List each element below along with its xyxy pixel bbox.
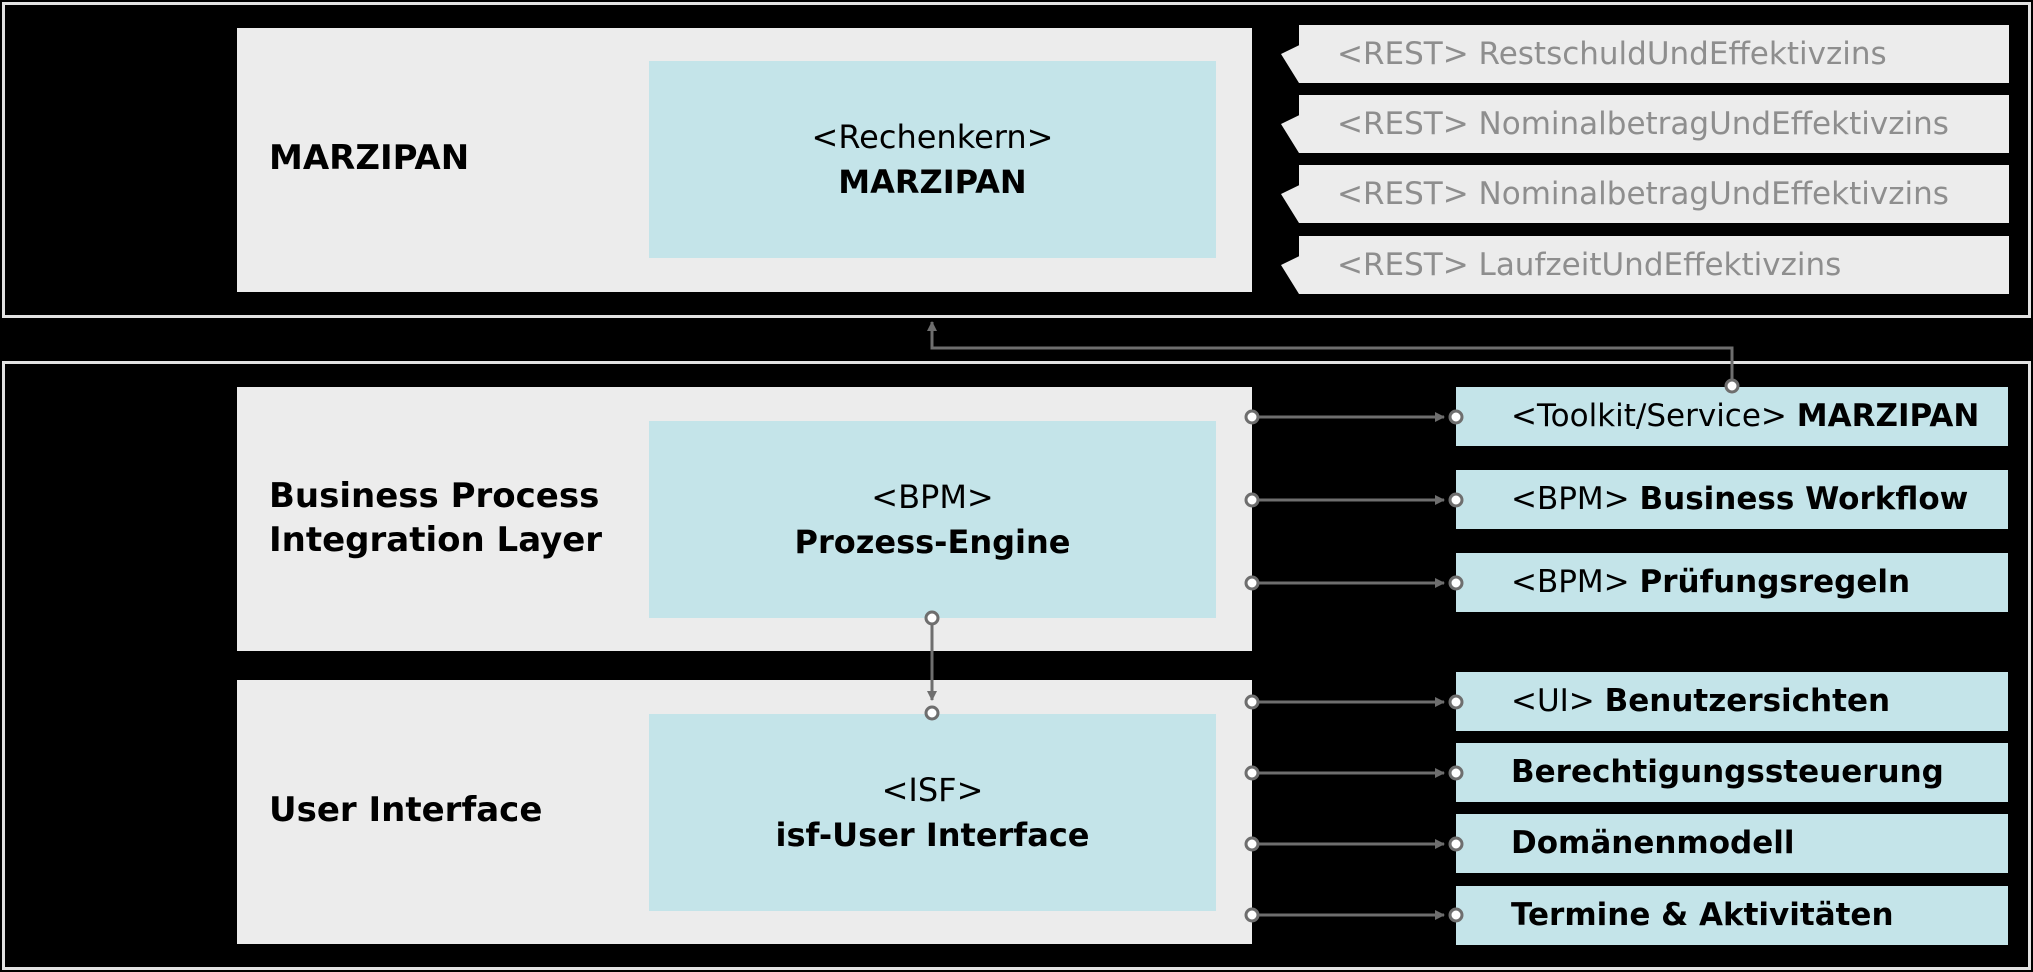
connector-port [1448, 836, 1464, 852]
toolkit-to-rechenkern-line [927, 321, 1734, 386]
connector-port [1244, 575, 1260, 591]
rest-interface: <REST> NominalbetragUndEffektivzins [1281, 165, 2009, 223]
service-item: Domänenmodell [1456, 814, 2008, 873]
connector-port [1244, 409, 1260, 425]
connector-port [1724, 378, 1740, 394]
platform-frame [2, 361, 2031, 970]
connector-port [1448, 694, 1464, 710]
bpi-layer-label: Business Process Integration Layer [269, 476, 603, 560]
connector-port [1448, 409, 1464, 425]
service-item: Termine & Aktivitäten [1456, 886, 2008, 945]
connector-port [1244, 836, 1260, 852]
connector-port [1244, 694, 1260, 710]
component-name: MARZIPAN [838, 162, 1027, 201]
connector-port [1448, 575, 1464, 591]
service-item: <BPM> Business Workflow [1456, 470, 2008, 529]
marzipan-layer-label: MARZIPAN [269, 138, 470, 178]
ui-layer-label: User Interface [269, 790, 543, 830]
component-stereotype: <Rechenkern> [811, 117, 1054, 156]
prozess-engine-component: <BPM> Prozess-Engine [649, 421, 1216, 618]
rest-interface: <REST> NominalbetragUndEffektivzins [1281, 95, 2009, 153]
connector-port [1448, 907, 1464, 923]
component-name: Prozess-Engine [794, 522, 1071, 561]
connector-port [924, 610, 940, 626]
service-item: <BPM> Prüfungsregeln [1456, 553, 2008, 612]
rest-interface: <REST> RestschuldUndEffektivzins [1281, 25, 2009, 83]
connector-port [1244, 907, 1260, 923]
isf-ui-component: <ISF> isf-User Interface [649, 714, 1216, 911]
component-stereotype: <BPM> [871, 477, 994, 516]
connector-port [1244, 765, 1260, 781]
connector-port [924, 705, 940, 721]
rest-interface: <REST> LaufzeitUndEffektivzins [1281, 236, 2009, 294]
marzipan-frame [2, 2, 2031, 318]
connector-port [1448, 492, 1464, 508]
rechenkern-component: <Rechenkern> MARZIPAN [649, 61, 1216, 258]
component-stereotype: <ISF> [881, 770, 984, 809]
connector-port [1448, 765, 1464, 781]
service-item: <Toolkit/Service> MARZIPAN [1456, 387, 2008, 446]
connector-port [1244, 492, 1260, 508]
component-name: isf-User Interface [775, 815, 1090, 854]
service-item: <UI> Benutzersichten [1456, 672, 2008, 731]
service-item: Berechtigungssteuerung [1456, 743, 2008, 802]
